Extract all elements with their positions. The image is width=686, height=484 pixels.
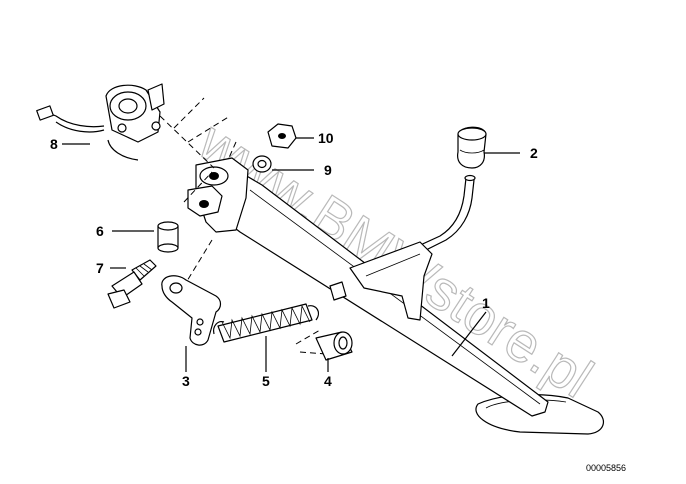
callout-9: 9 bbox=[324, 162, 332, 178]
part-6-bushing bbox=[157, 221, 179, 253]
callout-5: 5 bbox=[262, 373, 270, 389]
part-4-sleeve bbox=[315, 331, 353, 361]
callout-4: 4 bbox=[324, 373, 332, 389]
callout-1: 1 bbox=[482, 295, 490, 311]
callout-8: 8 bbox=[50, 136, 58, 152]
callout-7: 7 bbox=[96, 260, 104, 276]
callout-2: 2 bbox=[530, 145, 538, 161]
callout-3: 3 bbox=[182, 373, 190, 389]
part-3-bracket bbox=[161, 275, 222, 346]
part-9-washer bbox=[252, 155, 272, 173]
part-10-nut bbox=[267, 123, 297, 149]
part-2-knob bbox=[457, 126, 487, 169]
part-8-switch bbox=[36, 83, 165, 161]
diagram-id: 00005856 bbox=[586, 463, 627, 473]
assembly-lines bbox=[159, 97, 327, 355]
part-1-side-stand bbox=[187, 157, 605, 435]
callout-6: 6 bbox=[96, 223, 104, 239]
leader-lines bbox=[62, 137, 520, 372]
callouts: 1 2 3 4 5 6 7 8 9 10 bbox=[50, 130, 538, 389]
part-5-spring bbox=[213, 303, 320, 343]
callout-10: 10 bbox=[318, 130, 334, 146]
part-7-bolt bbox=[107, 259, 157, 309]
